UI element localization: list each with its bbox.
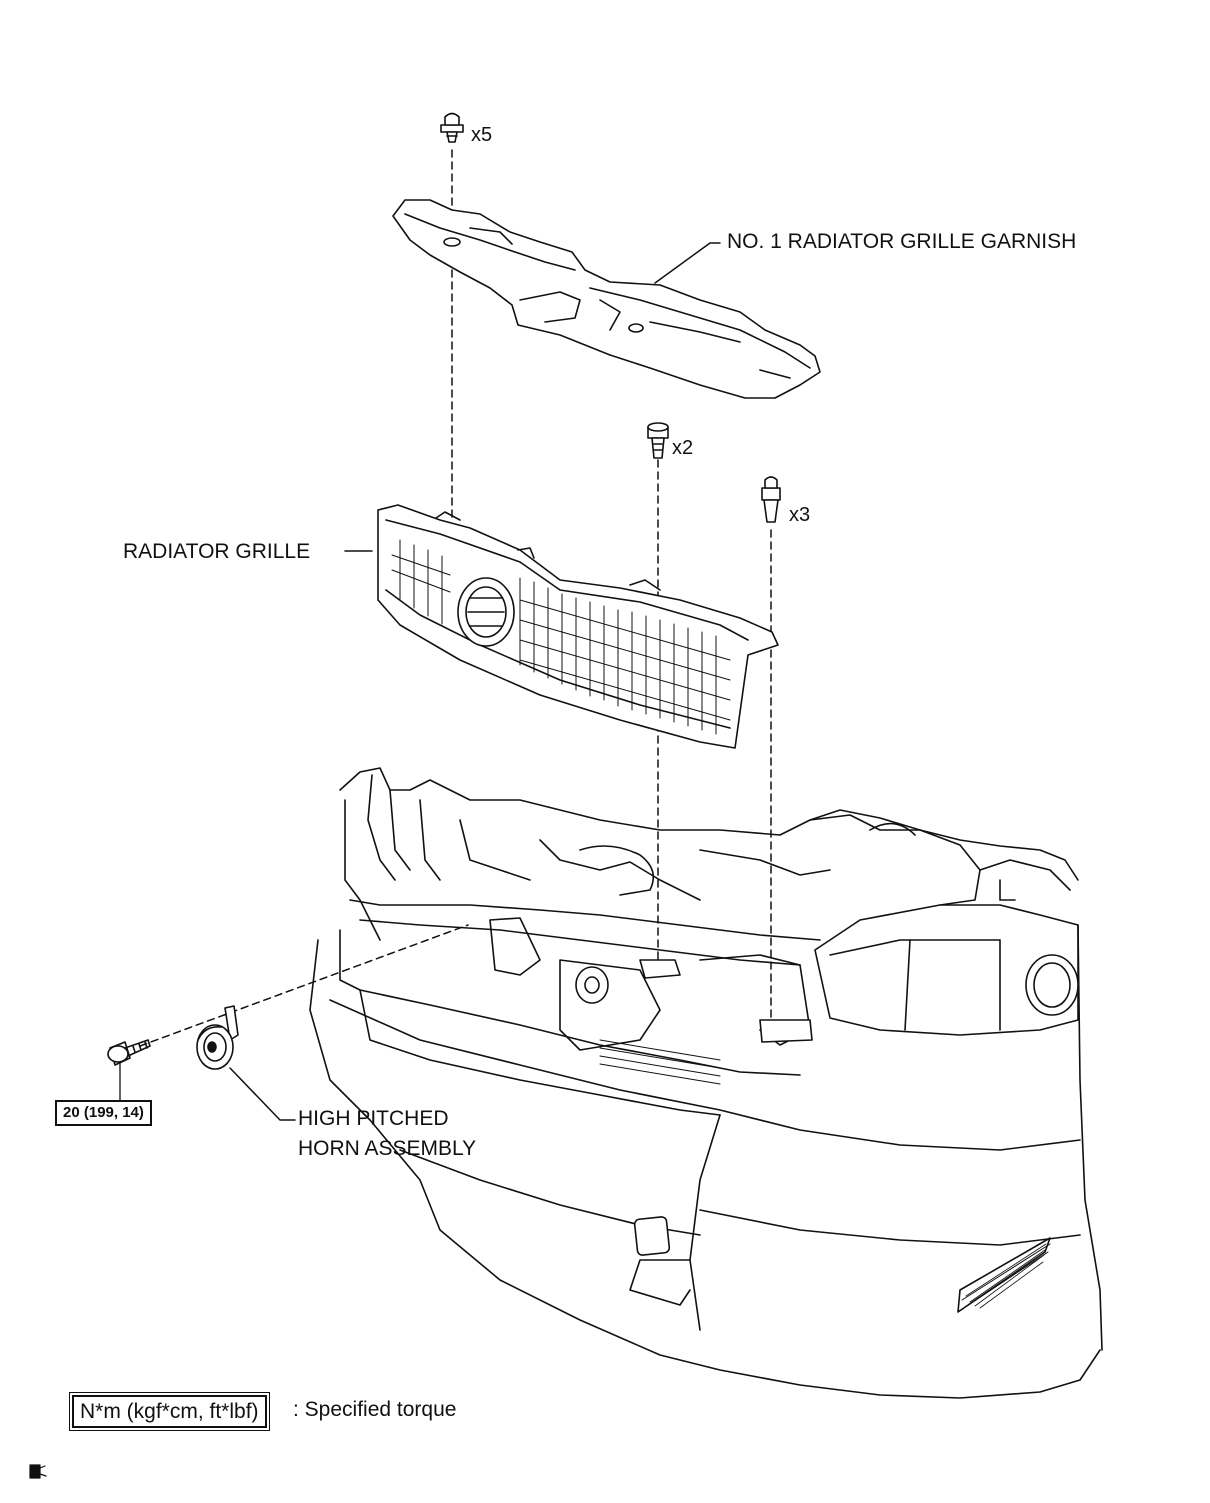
horn-bolt-icon — [107, 1039, 151, 1104]
vehicle-front-body — [309, 767, 1103, 1399]
bolt-mid-quantity: x2 — [672, 437, 694, 459]
radiator-grille-label: RADIATOR GRILLE — [123, 540, 311, 563]
clip-top-quantity: x5 — [471, 124, 493, 146]
clip-top-icon — [440, 112, 464, 143]
grille-garnish-part — [392, 199, 821, 399]
horn-assembly-label: HIGH PITCHED HORN ASSEMBLY — [298, 1107, 477, 1161]
clip-right-icon — [761, 476, 781, 523]
bolt-mid-icon — [647, 422, 669, 459]
horn-leader — [229, 1067, 296, 1121]
clip-right-quantity: x3 — [789, 504, 811, 526]
torque-spec-box: 20 (199, 14) — [55, 1100, 152, 1126]
radiator-grille-part — [377, 504, 779, 749]
grille-mesh — [391, 539, 731, 735]
garnish-leader — [654, 242, 721, 284]
torque-legend-box: N*m (kgf*cm, ft*lbf) — [69, 1391, 270, 1432]
horn-assembly-part — [196, 1005, 239, 1070]
torque-legend-text: : Specified torque — [293, 1398, 457, 1421]
footer-mark-icon — [29, 1464, 47, 1479]
garnish-label: NO. 1 RADIATOR GRILLE GARNISH — [727, 230, 1077, 253]
